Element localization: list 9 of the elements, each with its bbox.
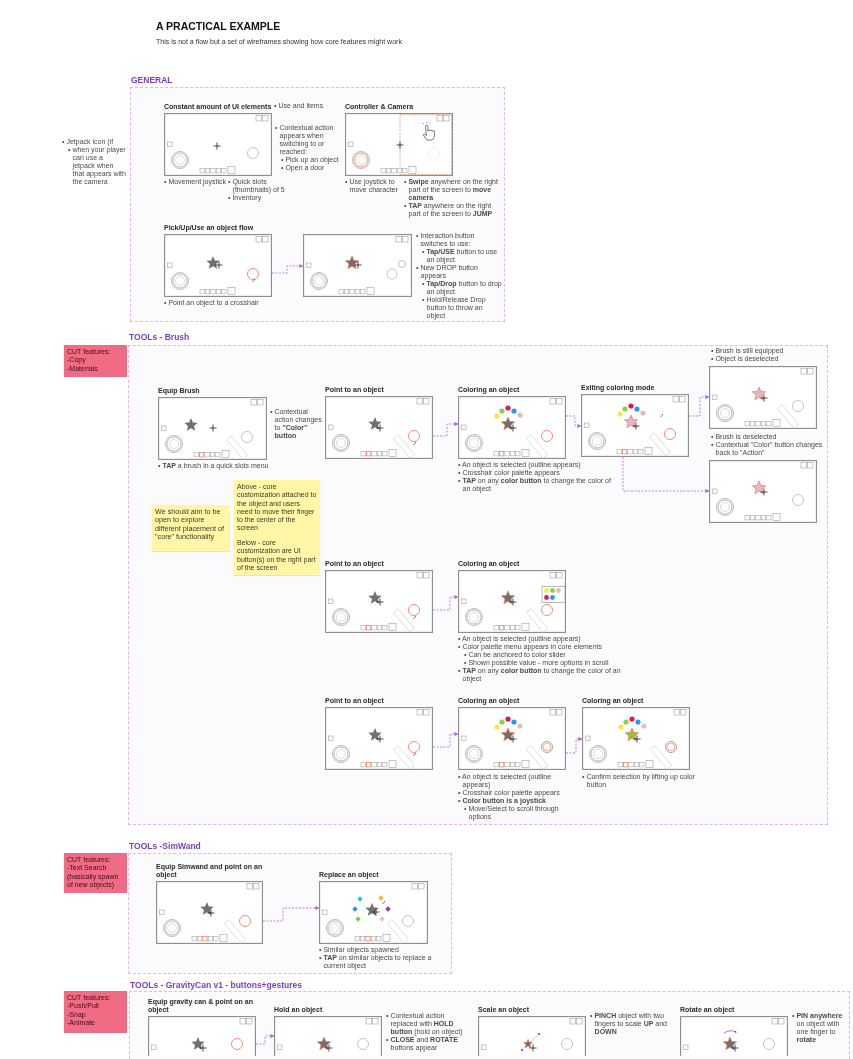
section-title: TOOLs - Brush	[129, 332, 190, 342]
page-title: A PRACTICAL EXAMPLE	[156, 20, 281, 33]
section-title: TOOLs -SimWand	[129, 841, 201, 851]
section-title: TOOLs - GravityCan v1 - buttons+gestures	[130, 980, 302, 990]
sticky-note	[64, 345, 127, 377]
sticky-note	[64, 853, 127, 893]
sticky-note	[64, 991, 127, 1033]
section-title: GENERAL	[131, 75, 173, 85]
sticky-note	[152, 505, 230, 551]
